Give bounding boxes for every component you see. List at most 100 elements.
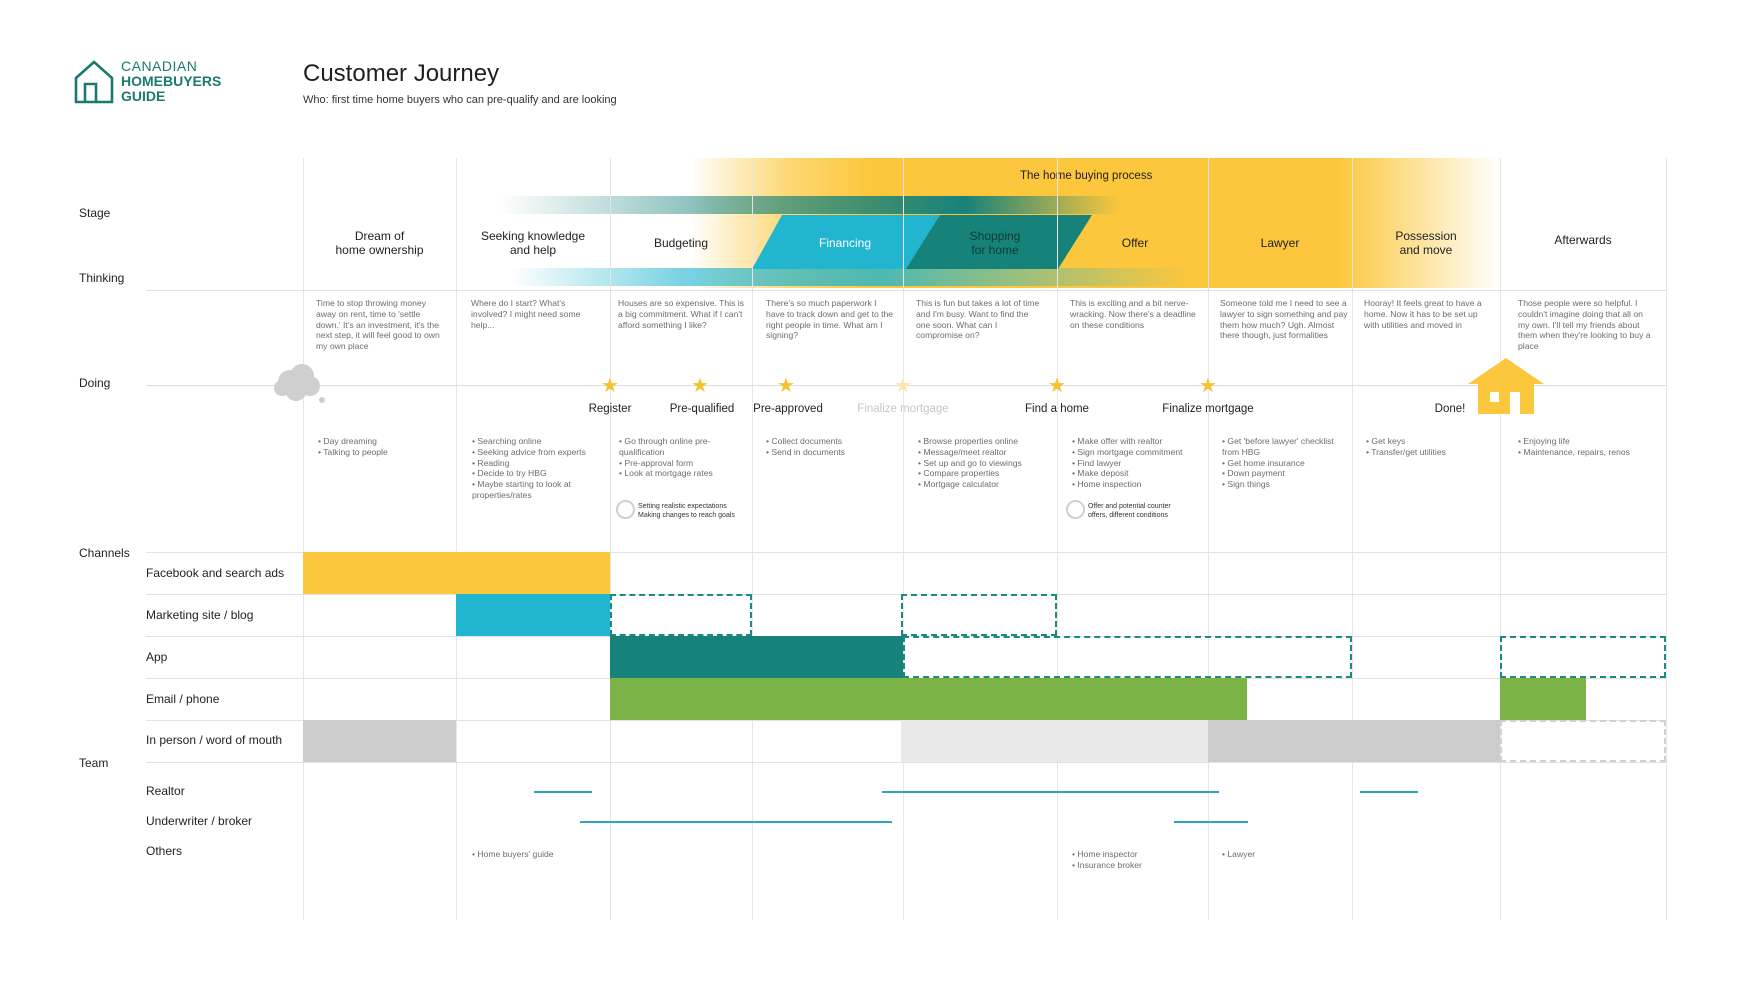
list-item: Home inspection <box>1072 479 1206 490</box>
star-icon: ★ <box>601 375 619 397</box>
list-item: Seeking advice from experts <box>472 447 606 458</box>
doing-budgeting: Go through online pre-qualification Pre-… <box>619 436 745 479</box>
list-item: Message/meet realtor <box>918 447 1052 458</box>
row-divider <box>146 552 1666 553</box>
doing-financing: Collect documents Send in documents <box>766 436 896 458</box>
list-item: Go through online pre-qualification <box>619 436 745 458</box>
row-divider <box>146 762 1666 763</box>
doing-lawyer: Get 'before lawyer' checklist from HBG G… <box>1222 436 1350 490</box>
list-item: Sign things <box>1222 479 1350 490</box>
column-divider <box>610 158 611 920</box>
list-item: Decide to try HBG <box>472 468 606 479</box>
thinking-possession: Hooray! It feels great to have a home. N… <box>1364 298 1482 330</box>
list-item: Sign mortgage commitment <box>1072 447 1206 458</box>
teal-streak <box>500 196 1120 214</box>
list-item: Compare properties <box>918 468 1052 479</box>
milestone-finalize-mortgage-1: Finalize mortgage <box>857 403 949 415</box>
stage-budgeting: Budgeting <box>653 236 709 250</box>
column-divider <box>456 158 457 920</box>
channel-email-phone: Email / phone <box>146 692 220 706</box>
star-icon: ★ <box>894 375 912 397</box>
house-icon <box>1468 358 1544 414</box>
thinking-financing: There's so much paperwork I have to trac… <box>766 298 894 341</box>
list-item: Get 'before lawyer' checklist from HBG <box>1222 436 1350 458</box>
channel-facebook: Facebook and search ads <box>146 566 285 580</box>
process-band-label: The home buying process <box>1020 170 1153 182</box>
cloud-icon <box>274 364 325 403</box>
column-divider <box>1666 158 1667 920</box>
thinking-lawyer: Someone told me I need to see a lawyer t… <box>1220 298 1348 341</box>
column-divider <box>1352 158 1353 920</box>
stage-chevrons <box>752 215 1092 269</box>
list-item: Down payment <box>1222 468 1350 479</box>
list-item: Transfer/get utilities <box>1366 447 1496 458</box>
row-label-team: Team <box>79 756 109 770</box>
stage-financing: Financing <box>818 236 872 250</box>
milestone-pre-qualified: Pre-qualified <box>669 403 735 415</box>
bar-marketing-site <box>456 594 610 636</box>
list-item: Home buyers' guide <box>472 849 553 860</box>
list-item: Lawyer <box>1222 849 1255 860</box>
list-item: Home inspector <box>1072 849 1142 860</box>
milestone-finalize-mortgage-2: Finalize mortgage <box>1162 403 1254 415</box>
row-label-thinking: Thinking <box>79 271 125 285</box>
list-item: Set up and go to viewings <box>918 458 1052 469</box>
row-label-doing: Doing <box>79 376 111 390</box>
column-divider <box>303 158 304 920</box>
dash-app-2 <box>1500 636 1666 678</box>
doing-seeking: Searching online Seeking advice from exp… <box>472 436 606 501</box>
realtor-line-2 <box>882 791 1219 793</box>
brand-logo: CANADIAN HOMEBUYERS GUIDE <box>72 58 262 104</box>
dash-marketing-site-1 <box>610 594 752 636</box>
column-divider <box>1057 158 1058 920</box>
list-item: Get home insurance <box>1222 458 1350 469</box>
team-underwriter: Underwriter / broker <box>146 814 253 828</box>
channel-marketing-site: Marketing site / blog <box>146 608 254 622</box>
dash-app-1 <box>903 636 1352 678</box>
list-item: Mortgage calculator <box>918 479 1052 490</box>
stage-offer: Offer <box>1121 236 1149 250</box>
doing-offer: Make offer with realtor Sign mortgage co… <box>1072 436 1206 490</box>
list-item: Searching online <box>472 436 606 447</box>
page-subtitle: Who: first time home buyers who can pre-… <box>303 94 617 106</box>
list-item: Send in documents <box>766 447 896 458</box>
brand-line-3: GUIDE <box>121 88 166 104</box>
chevron-shopping <box>906 215 1092 269</box>
dash-marketing-site-2 <box>901 594 1057 636</box>
doing-afterwards: Enjoying life Maintenance, repairs, reno… <box>1518 436 1658 458</box>
row-label-stage: Stage <box>79 206 111 220</box>
doing-axis <box>146 385 1666 386</box>
brand-line-1: CANADIAN <box>121 58 198 74</box>
page-title: Customer Journey <box>303 60 500 87</box>
list-item: Make deposit <box>1072 468 1206 479</box>
house-logo-icon <box>74 60 114 104</box>
list-item: Reading <box>472 458 606 469</box>
list-item: Pre-approval form <box>619 458 745 469</box>
bar-in-person-3 <box>1208 720 1500 762</box>
star-icon: ★ <box>691 375 709 397</box>
stage-lawyer: Lawyer <box>1260 236 1300 250</box>
list-item: Maintenance, repairs, renos <box>1518 447 1658 458</box>
list-item: Collect documents <box>766 436 896 447</box>
stage-afterwards: Afterwards <box>1554 233 1612 247</box>
bar-app <box>610 636 903 678</box>
stage-possession: Possession and move <box>1395 229 1457 257</box>
team-realtor: Realtor <box>146 784 185 798</box>
list-item: Talking to people <box>318 447 448 458</box>
thinking-seeking: Where do I start? What's involved? I mig… <box>471 298 581 330</box>
stage-seeking: Seeking knowledge and help <box>480 229 586 257</box>
thinking-dream: Time to stop throwing money away on rent… <box>316 298 440 352</box>
thinking-offer: This is exciting and a bit nerve-wrackin… <box>1070 298 1196 330</box>
thinking-shopping: This is fun but takes a lot of time and … <box>916 298 1040 341</box>
list-item: Day dreaming <box>318 436 448 447</box>
list-item: Insurance broker <box>1072 860 1142 871</box>
column-divider <box>1500 158 1501 920</box>
channel-in-person: In person / word of mouth <box>146 733 283 747</box>
doing-shopping: Browse properties online Message/meet re… <box>918 436 1052 490</box>
star-icon: ★ <box>777 375 795 397</box>
bar-email-phone-after <box>1500 678 1586 720</box>
brand-line-2: HOMEBUYERS <box>121 73 222 89</box>
star-icon: ★ <box>1199 375 1217 397</box>
dash-in-person <box>1500 720 1666 762</box>
milestone-done: Done! <box>1434 403 1466 415</box>
